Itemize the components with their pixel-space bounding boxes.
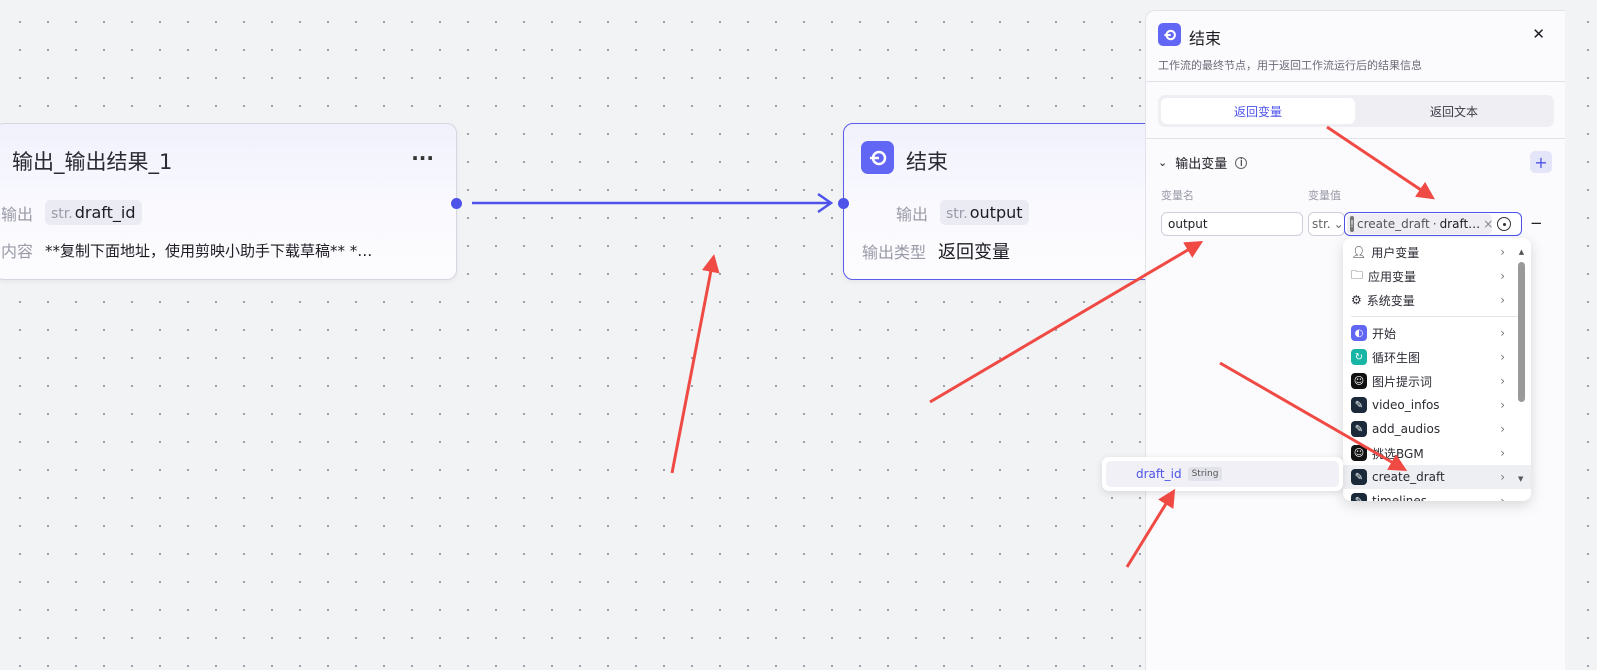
column-value-header: 变量值 (1308, 189, 1341, 202)
menu-item-node[interactable]: ↻循环生图› (1343, 345, 1531, 369)
reference-tag: ! create_draft·draft… × (1347, 214, 1492, 234)
menu-item-node[interactable]: ◐开始› (1343, 321, 1531, 345)
tab-bar: 返回变量 返回文本 (1158, 95, 1554, 127)
output-label: 输出 (1, 204, 34, 224)
end-icon (1158, 23, 1181, 46)
menu-item-node[interactable]: ✎video_infos› (1343, 393, 1531, 417)
llm-icon: ☺ (1351, 445, 1367, 461)
menu-item-node[interactable]: ☺图片提示词› (1343, 369, 1531, 393)
tab-return-variable[interactable]: 返回变量 (1161, 98, 1355, 124)
plugin-icon: ✎ (1351, 421, 1367, 437)
plugin-icon: ✎ (1351, 397, 1367, 413)
input-port[interactable] (838, 198, 849, 209)
output-label: 输出 (896, 204, 929, 224)
more-icon[interactable]: ··· (411, 146, 434, 170)
remove-variable-button[interactable]: − (1530, 214, 1543, 232)
content-label: 内容 (1, 242, 34, 261)
sub-variable-popup: draft_id String (1102, 457, 1343, 491)
clear-reference-icon[interactable]: × (1483, 217, 1492, 231)
menu-item-node[interactable]: ☺挑选BGM› (1343, 441, 1531, 465)
gear-icon: ⚙ (1351, 293, 1362, 307)
type-select[interactable]: str.⌄ (1308, 212, 1345, 236)
folder-icon: 🗀 (1351, 267, 1364, 282)
close-icon[interactable]: ✕ (1532, 25, 1545, 43)
info-icon[interactable]: i (1235, 156, 1248, 169)
warning-icon: ! (1350, 216, 1355, 232)
output-node[interactable]: 输出_输出结果_1 ··· 输出 str.draft_id 内容 **复制下面地址，… (0, 123, 457, 280)
menu-item-app-variables[interactable]: 🗀应用变量› (1343, 264, 1531, 288)
tab-return-text[interactable]: 返回文本 (1429, 104, 1478, 119)
end-icon (861, 141, 894, 174)
section-title: 输出变量 (1175, 157, 1228, 172)
chevron-down-icon[interactable]: ⌄ (1158, 156, 1168, 169)
content-value: **复制下面地址，使用剪映小助手下载草稿** *… (45, 241, 373, 260)
variable-reference-input[interactable]: ! create_draft·draft… × (1344, 212, 1522, 236)
node-title: 输出_输出结果_1 (12, 150, 173, 174)
column-name-header: 变量名 (1161, 189, 1194, 202)
end-node[interactable]: 结束 输出 str.output 输出类型返回变量 (843, 123, 1173, 280)
loop-icon: ↻ (1351, 349, 1367, 365)
output-port[interactable] (451, 198, 462, 209)
panel-description: 工作流的最终节点，用于返回工作流运行后的结果信息 (1158, 59, 1422, 72)
output-var-tag: str.draft_id (45, 200, 142, 225)
plugin-icon: ✎ (1351, 469, 1367, 485)
variable-name-input[interactable]: output (1161, 212, 1303, 236)
menu-item-node-selected[interactable]: ✎create_draft› (1343, 465, 1531, 489)
llm-icon: ☺ (1351, 373, 1367, 389)
variable-dropdown: 👤︎用户变量› 🗀应用变量› ⚙系统变量› ◐开始› ↻循环生图› ☺图片提示词… (1343, 238, 1531, 501)
scrollbar[interactable]: ▲ ▼ (1518, 248, 1525, 483)
menu-item-user-variables[interactable]: 👤︎用户变量› (1351, 245, 1505, 260)
menu-item-node[interactable]: ✎add_audios› (1343, 417, 1531, 441)
plugin-icon: ✎ (1351, 493, 1367, 501)
sub-variable-item[interactable]: draft_id String (1106, 461, 1339, 487)
output-var-tag: str.output (940, 200, 1029, 225)
type-label: 输出类型 (862, 243, 927, 262)
add-variable-button[interactable]: + (1530, 151, 1552, 173)
node-title: 结束 (906, 150, 948, 174)
start-icon: ◐ (1351, 325, 1367, 341)
menu-item-node[interactable]: ✎timelines› (1343, 489, 1531, 501)
menu-item-system-variables[interactable]: ⚙系统变量› (1351, 293, 1505, 308)
panel-title: 结束 (1189, 29, 1222, 48)
variable-picker-icon[interactable] (1497, 217, 1511, 231)
user-icon: 👤︎ (1351, 245, 1367, 259)
type-value: 返回变量 (938, 242, 1011, 263)
type-badge: String (1187, 467, 1223, 481)
